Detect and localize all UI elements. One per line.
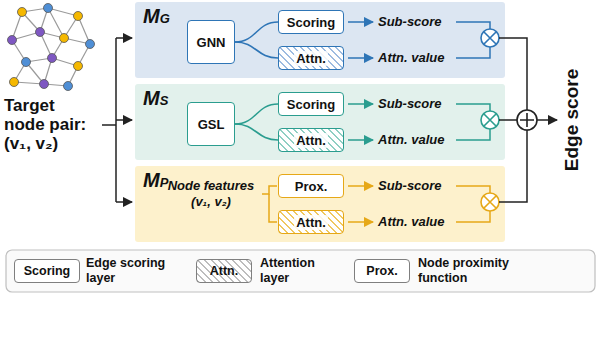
sample-label: Attn.	[210, 264, 238, 278]
scoring-box: Prox.	[278, 174, 344, 198]
box-label: GSL	[198, 117, 225, 132]
legend-sample: Scoring	[14, 259, 80, 283]
box-label: Prox.	[295, 179, 328, 194]
output-title: Edge score	[560, 60, 584, 180]
scoring-box: Scoring	[278, 10, 344, 34]
graph-illustration	[12, 8, 90, 86]
product-lines	[456, 22, 490, 222]
feature-label: Node features (v₁, v₂)	[163, 178, 259, 210]
input-caption: Target node pair: (v₁, v₂)	[4, 96, 98, 153]
multiply-symbols	[481, 29, 499, 211]
sum-lines	[499, 38, 557, 202]
connector	[235, 42, 278, 58]
output-label: Attn. value	[378, 50, 454, 66]
model-name: MS	[143, 87, 168, 112]
output-arrows	[348, 22, 373, 222]
scoring-box: Scoring	[278, 92, 344, 116]
sum-symbol	[517, 110, 537, 130]
box-label: Scoring	[287, 15, 335, 30]
model-name: MG	[143, 5, 170, 30]
legend-text: Node proximity function	[418, 256, 558, 286]
attention-box: Attn.	[278, 210, 344, 234]
encoder-box: GSL	[187, 102, 235, 146]
model-panel: MS GSL ScoringAttn.	[135, 84, 505, 160]
sample-label: Scoring	[24, 264, 71, 278]
encoder-box: GNN	[187, 20, 235, 64]
legend-frame	[6, 250, 595, 292]
input-arrows	[102, 38, 132, 202]
box-label: Scoring	[287, 97, 335, 112]
model-panel: MP Prox. Attn.	[135, 166, 505, 242]
attention-box: Attn.	[278, 128, 344, 152]
output-label: Sub-score	[378, 178, 454, 194]
box-label: Attn.	[294, 51, 328, 66]
output-label: Attn. value	[378, 132, 454, 148]
legend-sample: Attn.	[196, 259, 252, 283]
connector	[235, 104, 278, 124]
graph-vertices	[8, 4, 95, 91]
model-panel: MG GNN ScoringAttn.	[135, 2, 505, 78]
feature-fork	[262, 186, 277, 222]
legend-text: Edge scoring layer	[86, 256, 186, 286]
box-label: Attn.	[294, 133, 328, 148]
connector	[235, 124, 278, 140]
output-label: Sub-score	[378, 96, 454, 112]
legend-sample: Prox.	[354, 259, 410, 283]
connector	[235, 22, 278, 42]
model-name: MP	[143, 169, 168, 194]
output-label: Attn. value	[378, 214, 454, 230]
box-label: Attn.	[294, 215, 328, 230]
box-label: GNN	[197, 35, 226, 50]
sample-label: Prox.	[366, 264, 397, 278]
legend-text: Attention layer	[260, 256, 344, 286]
output-label: Sub-score	[378, 14, 454, 30]
attention-box: Attn.	[278, 46, 344, 70]
